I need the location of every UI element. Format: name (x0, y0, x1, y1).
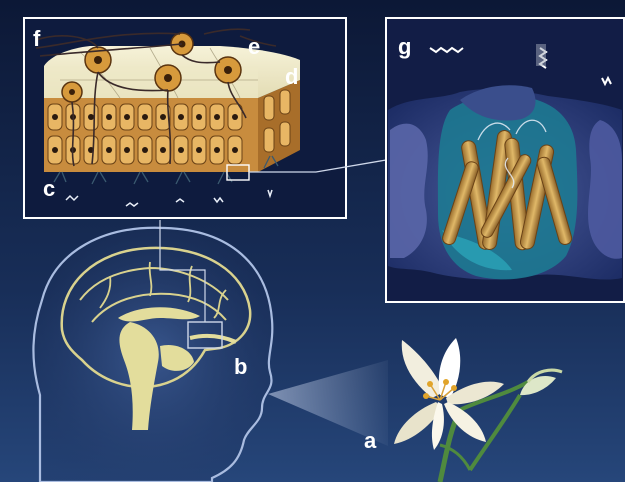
epithelium-panel (24, 18, 346, 218)
label-g: g (398, 34, 411, 59)
label-f: f (33, 26, 41, 51)
label-c: c (43, 176, 55, 201)
label-a: a (364, 428, 377, 453)
label-d: d (285, 64, 298, 89)
receptor-panel (386, 18, 624, 302)
label-e: e (248, 34, 260, 59)
olfactory-epithelium-icon (36, 29, 300, 184)
label-b: b (234, 354, 247, 379)
head-silhouette-icon (33, 220, 272, 482)
